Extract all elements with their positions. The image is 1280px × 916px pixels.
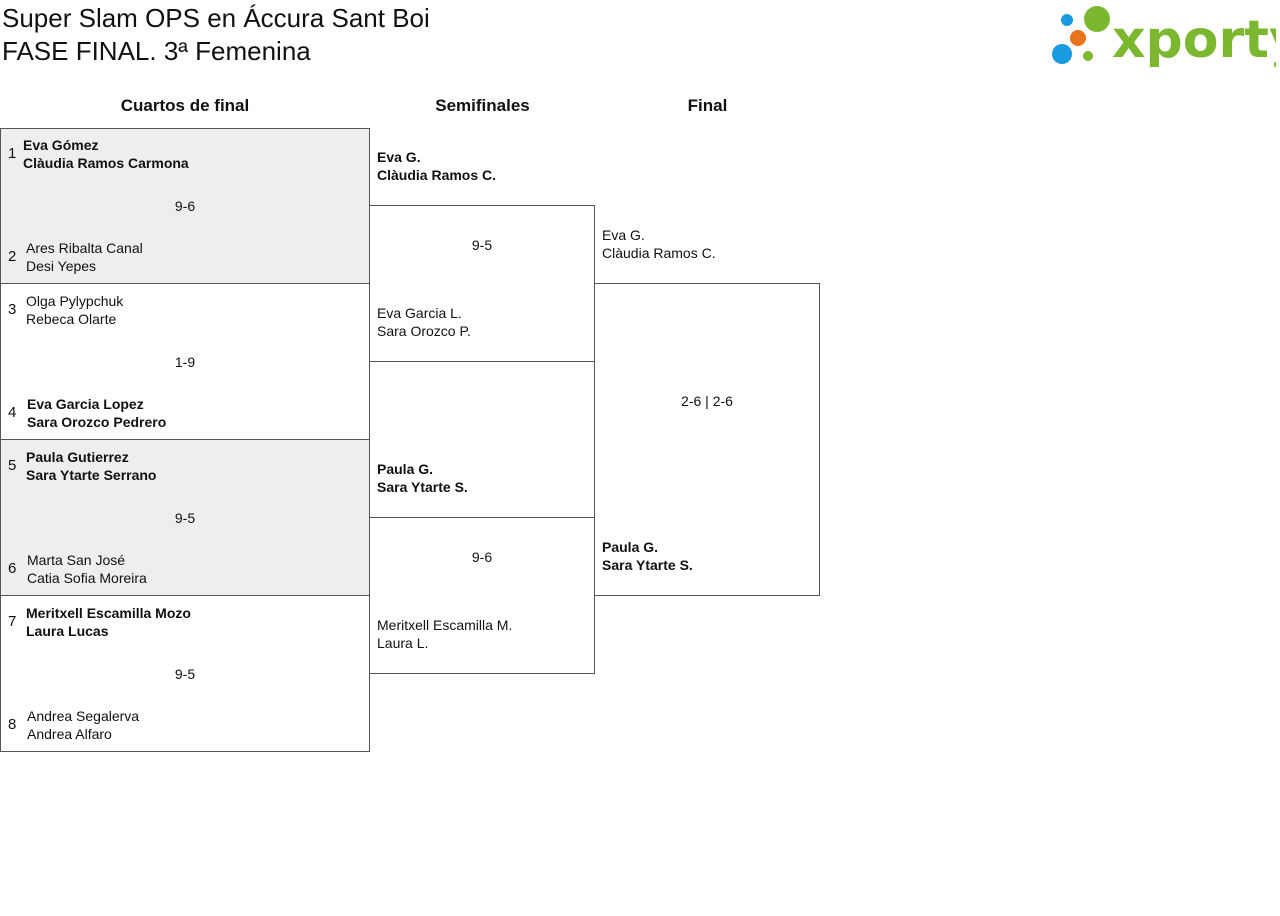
quarterfinal-match-3[interactable] — [0, 439, 370, 596]
player-name: Eva Gómez — [23, 137, 99, 153]
player-name: Eva Garcia Lopez — [27, 396, 144, 412]
logo-text: xporty — [1112, 10, 1276, 67]
player-name: Andrea Segalerva — [27, 708, 140, 724]
seed-number: 4 — [8, 404, 17, 421]
pair-winner: Eva Gómez Clàudia Ramos Carmona — [23, 136, 189, 172]
quarterfinal-match-1[interactable] — [0, 128, 370, 284]
player-name: Eva Garcia L. — [377, 305, 462, 321]
xporty-logo[interactable]: xporty — [1050, 3, 1280, 70]
player-name: Desi Yepes — [26, 258, 97, 274]
player-name: Rebeca Olarte — [26, 311, 117, 327]
round-header-quarterfinals: Cuartos de final — [120, 96, 250, 115]
pair-winner: Eva Garcia Lopez Sara Orozco Pedrero — [27, 395, 166, 431]
match-score: 9-5 — [471, 237, 493, 253]
player-name: Paula G. — [602, 539, 659, 555]
xporty-logo-icon: xporty — [1052, 6, 1280, 70]
player-name: Clàudia Ramos C. — [377, 167, 497, 183]
match-score: 9-6 — [471, 549, 493, 565]
pair-loser: Eva Garcia L. Sara Orozco P. — [377, 304, 471, 340]
tournament-title: Super Slam OPS en Áccura Sant Boi — [2, 3, 430, 33]
player-name: Sara Ytarte S. — [377, 479, 468, 495]
pair-loser: Olga Pylypchuk Rebeca Olarte — [26, 292, 123, 328]
player-name: Laura L. — [377, 635, 429, 651]
pair-loser: Andrea Segalerva Andrea Alfaro — [27, 707, 139, 743]
player-name: Sara Ytarte S. — [602, 557, 693, 573]
pair-loser: Marta San José Catia Sofia Moreira — [27, 551, 147, 587]
match-score: 9-6 — [174, 198, 196, 214]
seed-number: 1 — [8, 145, 17, 162]
seed-number: 2 — [8, 248, 17, 265]
player-name: Clàudia Ramos Carmona — [23, 155, 189, 171]
match-score: 9-5 — [174, 510, 196, 526]
pair-loser: Meritxell Escamilla M. Laura L. — [377, 616, 512, 652]
player-name: Meritxell Escamilla M. — [377, 617, 513, 633]
player-name: Clàudia Ramos C. — [602, 245, 716, 261]
player-name: Ares Ribalta Canal — [26, 240, 143, 256]
player-name: Sara Ytarte Serrano — [26, 467, 157, 483]
seed-number: 3 — [8, 301, 17, 318]
player-name: Marta San José — [27, 552, 126, 568]
seed-number: 6 — [8, 560, 17, 577]
match-score: 1-9 — [174, 354, 196, 370]
player-name: Sara Orozco Pedrero — [27, 414, 167, 430]
player-name: Laura Lucas — [26, 623, 109, 639]
seed-number: 8 — [8, 716, 17, 733]
final-match[interactable] — [594, 283, 820, 596]
pair-winner: Meritxell Escamilla Mozo Laura Lucas — [26, 604, 191, 640]
player-name: Olga Pylypchuk — [26, 293, 124, 309]
pair-winner: Paula Gutierrez Sara Ytarte Serrano — [26, 448, 156, 484]
player-name: Eva G. — [377, 149, 421, 165]
pair-finalist: Eva G. Clàudia Ramos C. — [602, 226, 716, 262]
pair-champion: Paula G. Sara Ytarte S. — [602, 538, 693, 574]
round-header-final: Final — [687, 96, 728, 115]
pair-loser: Ares Ribalta Canal Desi Yepes — [26, 239, 143, 275]
player-name: Paula Gutierrez — [26, 449, 129, 465]
round-header-semifinals: Semifinales — [435, 96, 530, 115]
pair-winner: Eva G. Clàudia Ramos C. — [377, 148, 496, 184]
seed-number: 7 — [8, 613, 17, 630]
player-name: Paula G. — [377, 461, 434, 477]
seed-number: 5 — [8, 457, 17, 474]
phase-subtitle: FASE FINAL. 3ª Femenina — [2, 36, 311, 66]
player-name: Catia Sofia Moreira — [27, 570, 147, 586]
player-name: Andrea Alfaro — [27, 726, 112, 742]
player-name: Sara Orozco P. — [377, 323, 471, 339]
pair-winner: Paula G. Sara Ytarte S. — [377, 460, 468, 496]
match-score: 2-6 | 2-6 — [681, 393, 733, 409]
player-name: Meritxell Escamilla Mozo — [26, 605, 191, 621]
match-score: 9-5 — [174, 666, 196, 682]
player-name: Eva G. — [602, 227, 645, 243]
